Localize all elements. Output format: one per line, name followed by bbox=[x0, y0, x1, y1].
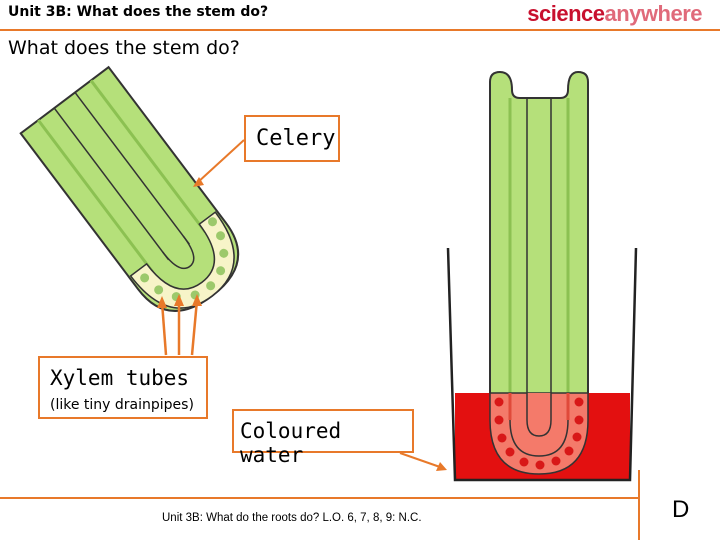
upright-celery-stalk bbox=[489, 70, 589, 480]
xylem-label: Xylem tubes (like tiny drainpipes) bbox=[38, 356, 208, 419]
footer-divider bbox=[0, 497, 640, 499]
page-letter: D bbox=[672, 496, 690, 523]
logo-part-anywhere: anywhere bbox=[604, 1, 703, 26]
celery-label: Celery bbox=[244, 115, 340, 162]
slide-title: What does the stem do? bbox=[8, 37, 240, 59]
tilted-celery-stalk bbox=[19, 65, 240, 312]
xylem-label-text: Xylem tubes bbox=[50, 366, 190, 390]
science-anywhere-logo: scienceanywhere bbox=[527, 1, 702, 27]
header-divider bbox=[0, 29, 720, 31]
celery-label-text: Celery bbox=[256, 126, 336, 151]
water-label: Coloured water bbox=[232, 409, 414, 467]
xylem-label-subtext: (like tiny drainpipes) bbox=[50, 397, 194, 413]
header-title: Unit 3B: What does the stem do? bbox=[8, 4, 269, 20]
logo-part-science: science bbox=[527, 1, 605, 26]
footer-text: Unit 3B: What do the roots do? L.O. 6, 7… bbox=[162, 512, 422, 524]
water-label-text: Coloured water bbox=[240, 419, 342, 467]
footer-vertical-divider bbox=[638, 470, 640, 540]
beaker bbox=[446, 247, 638, 482]
